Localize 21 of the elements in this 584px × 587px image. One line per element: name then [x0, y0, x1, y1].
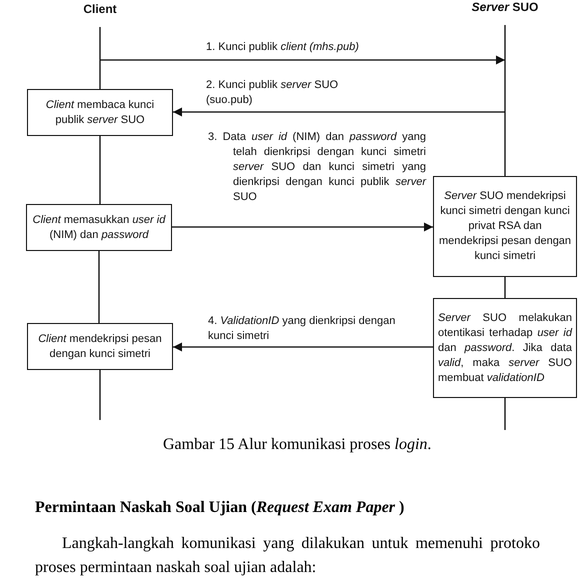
lifeline: [504, 118, 506, 176]
lifeline: Client: [70, 2, 130, 68]
process-box: Client memasukkan user id (NIM) dan password: [26, 204, 172, 251]
message-arrow: [172, 222, 433, 232]
figure-caption: Gambar 15 Alur komunikasi proses login.: [163, 436, 432, 454]
process-box: Server SUO melakukan otentikasi terhadap user id dan password. Jika data valid, maka server SUO membuat validationID: [433, 298, 577, 398]
message-arrow: [173, 342, 433, 352]
lifeline: [99, 136, 101, 204]
lifeline: [98, 251, 100, 323]
process-box: Client membaca kunci publik server SUO: [27, 89, 173, 136]
process-box: Client mendekripsi pesan dengan kunci simetri: [27, 323, 173, 370]
section-heading: Permintaan Naskah Soal Ujian (Request Exam Paper ): [35, 498, 406, 518]
body-paragraph: Langkah-langkah komunikasi yang dilakukan untuk memenuhi protoko proses permintaan naskah soal ujian adalah:: [35, 534, 540, 578]
lifeline: Server SUO: [455, 0, 555, 118]
lifeline: [99, 370, 101, 420]
process-box: Server SUO mendekripsi kunci simetri dengan kunci privat RSA dan mendekripsi pesan dengan kunci simetri: [433, 176, 577, 277]
lifeline: [504, 277, 506, 298]
message-arrow: [173, 108, 505, 116]
lifeline: [99, 68, 101, 89]
lifeline: [504, 398, 506, 430]
message-arrow: [100, 56, 505, 64]
